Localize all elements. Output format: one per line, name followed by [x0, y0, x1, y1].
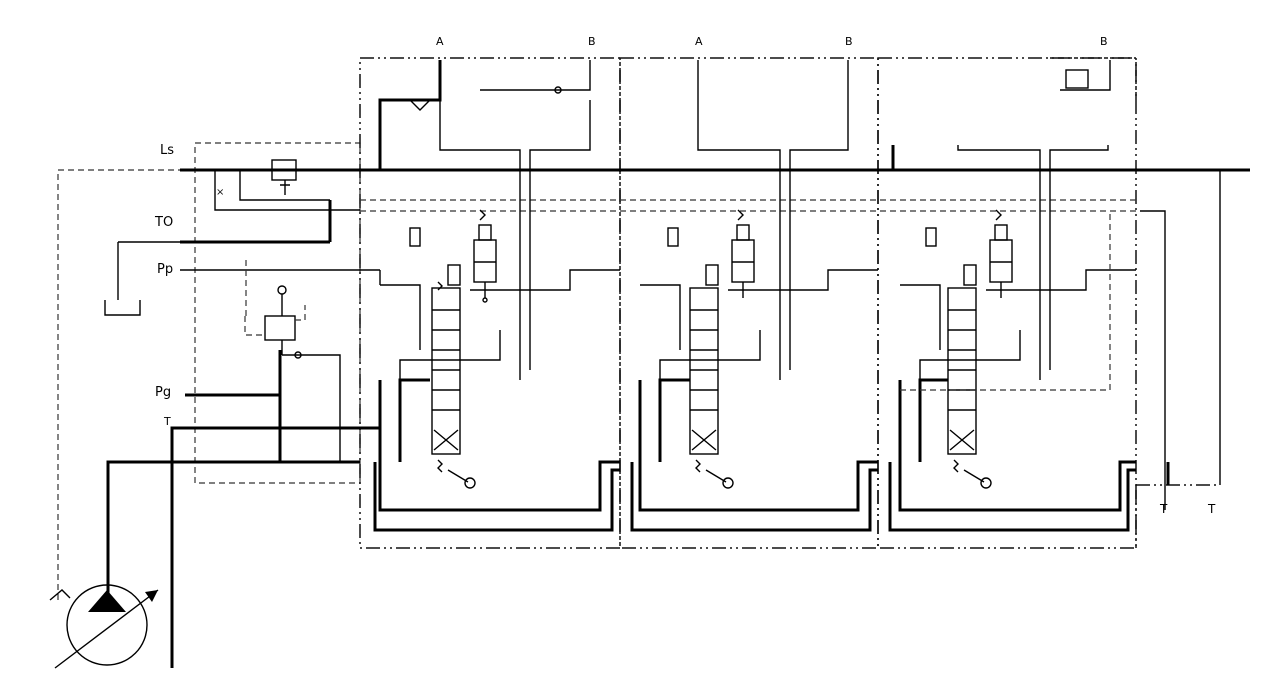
pump-lines	[57, 169, 180, 668]
port-label-pg: Pg	[155, 385, 172, 400]
port-label-pp: Pp	[157, 262, 174, 277]
section-1-lines	[373, 60, 620, 532]
section-1-port-a: A	[436, 35, 444, 48]
section-1-compensator	[409, 209, 497, 303]
svg-text:×: ×	[216, 187, 224, 198]
tank-symbol	[104, 241, 180, 316]
inlet-section-border	[194, 142, 361, 484]
section-1-spool-valve	[431, 264, 476, 489]
section-3-spool-valve	[947, 264, 992, 489]
section-2-compensator	[667, 209, 755, 298]
variable-pump-icon	[49, 584, 159, 669]
section-3-lines	[888, 145, 1136, 532]
section-3-compensator	[925, 209, 1013, 298]
section-1-port-b: B	[588, 35, 596, 48]
section-borders	[359, 57, 1220, 549]
pressure-reducing-valve-icon	[244, 260, 341, 462]
port-label-t-right1: T	[1160, 502, 1168, 516]
section-2-spool-valve	[689, 264, 734, 489]
inlet-relief-valve-icon: ×	[214, 159, 360, 211]
port-label-ls: Ls	[160, 143, 175, 158]
section-2-port-b: B	[845, 35, 853, 48]
section-2-port-a: A	[695, 35, 703, 48]
port-label-to: TO	[155, 215, 174, 230]
section-2-lines	[630, 60, 878, 532]
end-section-port-b: B	[1100, 35, 1108, 48]
port-label-t-left: T	[164, 415, 171, 428]
port-label-t-right2: T	[1208, 502, 1216, 516]
main-galleries	[175, 168, 1250, 464]
end-section	[1060, 60, 1221, 510]
